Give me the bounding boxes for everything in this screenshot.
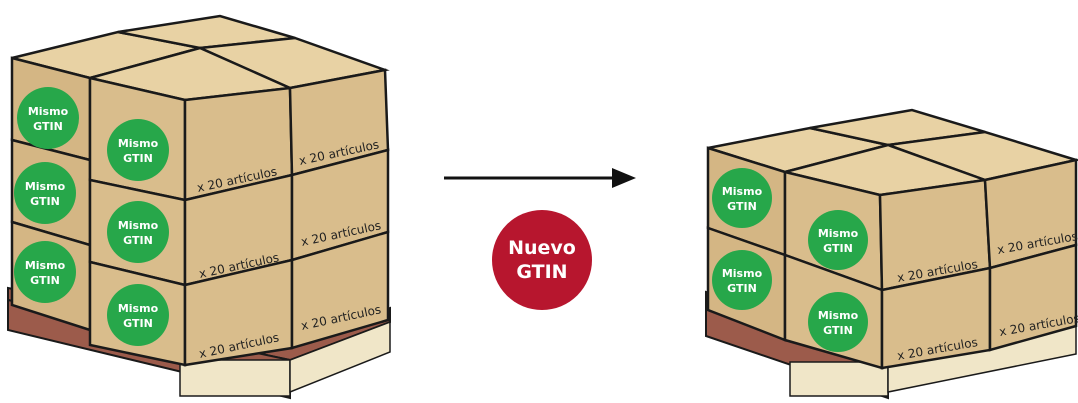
badge-mismo-gtin: Mismo GTIN: [107, 119, 169, 181]
badge-mismo-gtin: Mismo GTIN: [712, 250, 772, 310]
svg-text:GTIN: GTIN: [30, 195, 60, 208]
box-right: [290, 230, 390, 350]
box-right: [988, 243, 1078, 352]
svg-text:GTIN: GTIN: [30, 274, 60, 287]
svg-text:Mismo: Mismo: [818, 309, 859, 322]
pallet-slat: [789, 361, 889, 397]
svg-text:Mismo: Mismo: [722, 267, 763, 280]
svg-text:GTIN: GTIN: [727, 282, 757, 295]
pallet-slat: [179, 359, 291, 397]
svg-text:Mismo: Mismo: [28, 105, 69, 118]
badge-mismo-gtin: Mismo GTIN: [808, 292, 868, 352]
svg-text:GTIN: GTIN: [823, 242, 853, 255]
svg-text:GTIN: GTIN: [123, 234, 153, 247]
badge-mismo-gtin: Mismo GTIN: [17, 87, 79, 149]
left-pallet: Mismo GTIN Mismo GTIN Mismo GTIN Mismo G…: [7, 14, 391, 400]
svg-text:GTIN: GTIN: [33, 120, 63, 133]
badge-mismo-gtin: Mismo GTIN: [107, 284, 169, 346]
svg-text:Mismo: Mismo: [118, 302, 159, 315]
svg-text:Nuevo: Nuevo: [508, 237, 576, 259]
svg-text:Mismo: Mismo: [25, 259, 66, 272]
badge-mismo-gtin: Mismo GTIN: [808, 210, 868, 270]
svg-text:Mismo: Mismo: [118, 219, 159, 232]
badge-mismo-gtin: Mismo GTIN: [14, 162, 76, 224]
right-pallet: Mismo GTIN Mismo GTIN Mismo GTIN Mismo G…: [705, 108, 1078, 400]
badge-mismo-gtin: Mismo GTIN: [107, 201, 169, 263]
svg-text:Mismo: Mismo: [118, 137, 159, 150]
svg-text:GTIN: GTIN: [123, 317, 153, 330]
pallet-slat-side: [289, 320, 391, 394]
svg-text:GTIN: GTIN: [516, 261, 567, 283]
svg-text:Mismo: Mismo: [818, 227, 859, 240]
svg-text:GTIN: GTIN: [823, 324, 853, 337]
svg-text:Mismo: Mismo: [722, 185, 763, 198]
svg-text:GTIN: GTIN: [727, 200, 757, 213]
svg-text:Mismo: Mismo: [25, 180, 66, 193]
arrow-right-icon: [444, 168, 636, 188]
badge-mismo-gtin: Mismo GTIN: [14, 241, 76, 303]
badge-mismo-gtin: Mismo GTIN: [712, 168, 772, 228]
badge-nuevo-gtin: Nuevo GTIN: [492, 210, 592, 310]
svg-text:GTIN: GTIN: [123, 152, 153, 165]
